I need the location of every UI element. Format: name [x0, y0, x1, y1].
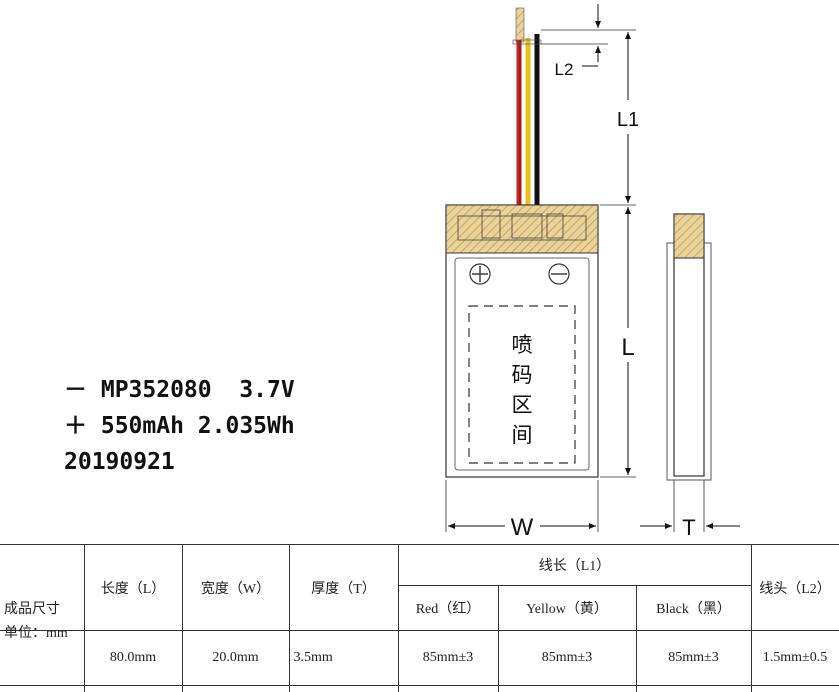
- thickness-value: 3.5mm: [288, 630, 399, 686]
- print-area-char: 码: [512, 364, 533, 387]
- label-line-polarity-model: － MP352080 3.7V: [64, 377, 295, 403]
- label-line-capacity: ＋ 550mAh 2.035Wh: [64, 413, 295, 439]
- dim-l-label: L: [621, 334, 634, 361]
- negative-symbol: [548, 263, 570, 285]
- black-value: 85mm±3: [635, 630, 752, 686]
- spec-table: 长度（L） 宽度（W） 厚度（T） 线长（L1） 线头（L2） Red（红） Y…: [0, 544, 839, 692]
- thickness-header: 厚度（T）: [288, 544, 399, 631]
- yellow-value: 85mm±3: [497, 630, 637, 686]
- pcm-tab-left: [481, 209, 501, 239]
- length-value: 80.0mm: [83, 630, 183, 686]
- battery-label: － MP352080 3.7V ＋ 550mAh 2.035Wh 20190921: [64, 372, 295, 480]
- pcm-area: [445, 204, 599, 254]
- row-header-line2: 单位：mm: [4, 626, 68, 641]
- print-area-box: [468, 305, 576, 464]
- width-header: 宽度（W）: [181, 544, 290, 631]
- side-pcm-area: [673, 213, 705, 259]
- battery-front-view: 喷 码 区 间: [445, 204, 599, 478]
- row-header-unit-cell: [0, 630, 85, 686]
- wire-length-header: 线长（L1）: [397, 544, 752, 586]
- red-value: 85mm±3: [397, 630, 499, 686]
- cell-outline: [454, 257, 590, 471]
- length-header: 长度（L）: [83, 544, 183, 631]
- dim-w-label: W: [511, 514, 534, 541]
- wire-strip-line: [512, 39, 542, 45]
- pcm-board: [457, 215, 587, 241]
- width-value: 20.0mm: [181, 630, 290, 686]
- label-line-date: 20190921: [64, 449, 175, 475]
- positive-symbol: [469, 263, 491, 285]
- row-header-text: 成品尺寸 单位：mm: [4, 598, 68, 646]
- row-header-line1: 成品尺寸: [4, 602, 60, 617]
- black-header: Black（黑）: [635, 585, 752, 631]
- red-header: Red（红）: [397, 585, 499, 631]
- print-area-char: 区: [512, 394, 533, 417]
- dim-l1: L1: [600, 29, 639, 206]
- battery-drawing: 喷 码 区 间 L2 L1 L W: [445, 4, 740, 541]
- print-area-char: 喷: [512, 334, 533, 357]
- dim-l1-label: L1: [617, 109, 639, 131]
- yellow-header: Yellow（黄）: [497, 585, 637, 631]
- wire-head-header: 线头（L2）: [750, 544, 839, 631]
- dim-l: L: [600, 207, 636, 478]
- dim-t: T: [640, 480, 740, 540]
- wire-tip-hatch: [515, 7, 525, 43]
- row-header-cell: [0, 544, 85, 631]
- dim-t-label: T: [682, 515, 695, 540]
- dim-l2-label: L2: [555, 60, 574, 79]
- dim-l2: L2: [541, 4, 608, 79]
- pcm-tab-right: [546, 213, 564, 239]
- pcm-connector: [511, 213, 543, 239]
- print-area-char: 间: [512, 424, 533, 447]
- wire-head-value: 1.5mm±0.5: [750, 630, 839, 686]
- dim-w: W: [445, 480, 599, 541]
- battery-side-view: [666, 213, 712, 481]
- lead-wires: [512, 7, 542, 206]
